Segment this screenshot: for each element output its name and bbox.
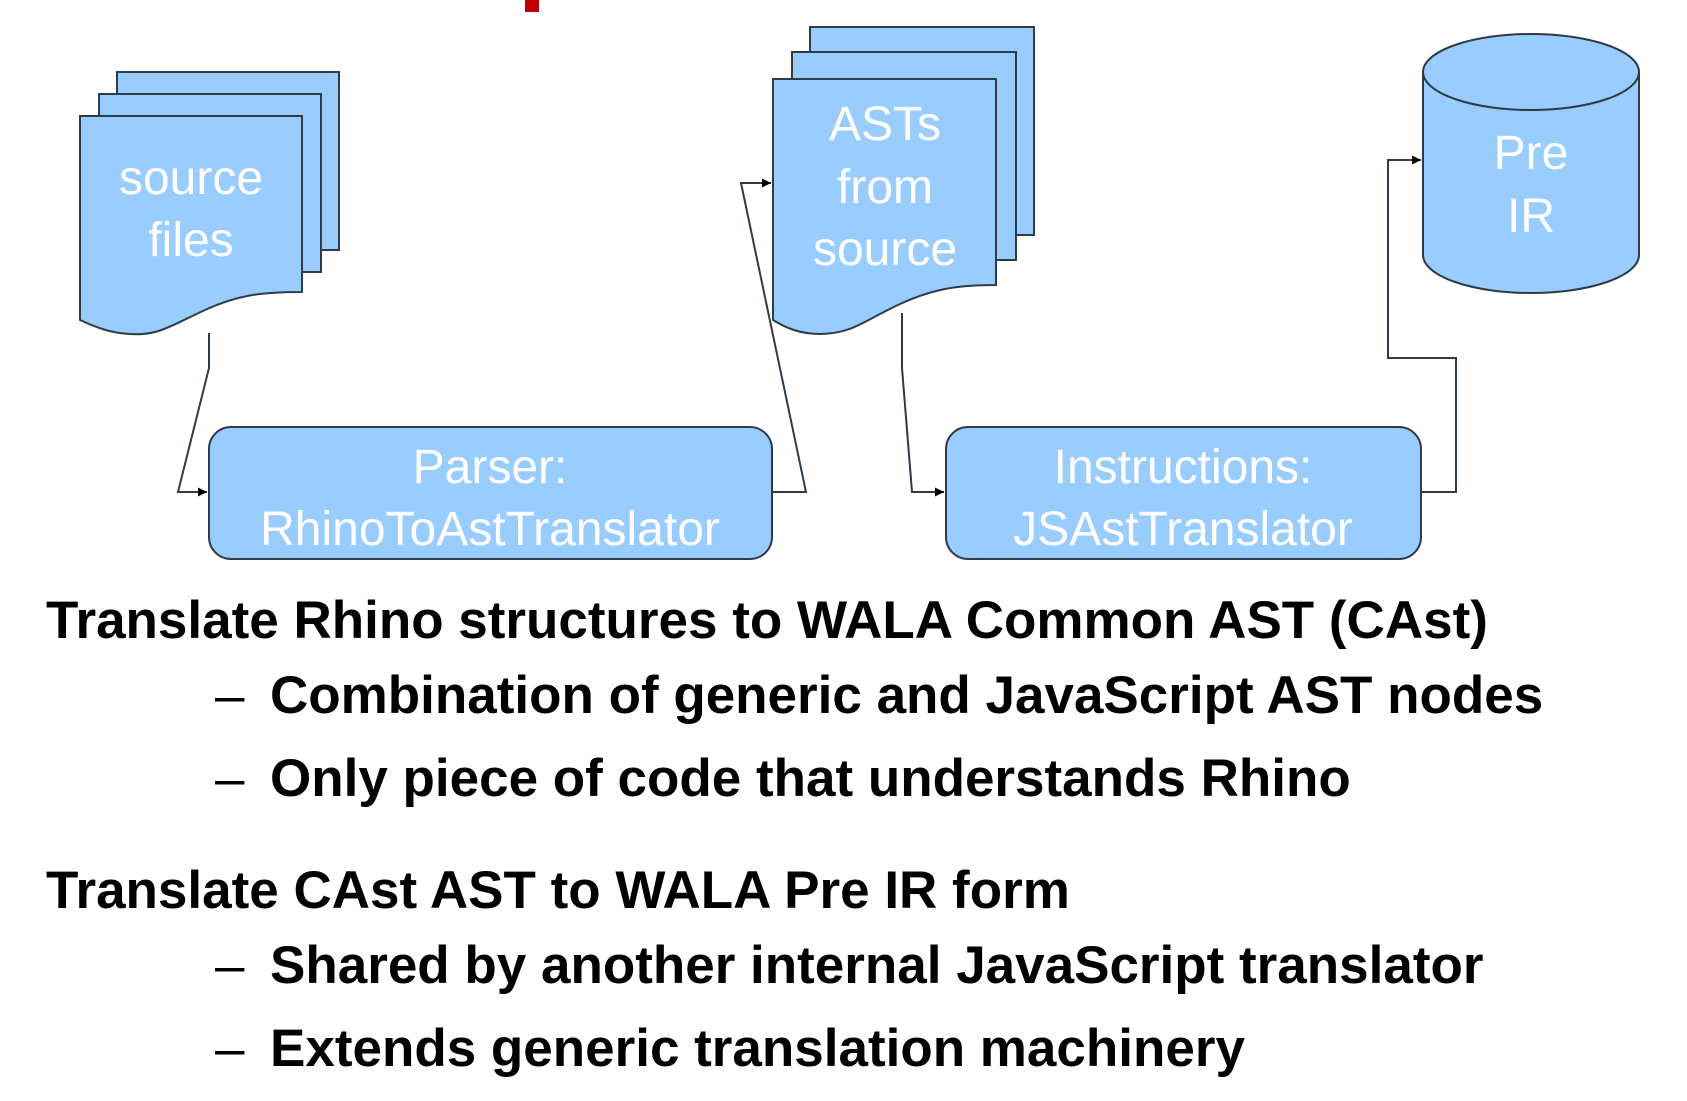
bullet-dash: – <box>215 749 245 808</box>
pre-ir-node: Pre IR <box>1422 33 1640 294</box>
source-files-label-line1: source <box>119 152 263 205</box>
connector-asts-to-instructions <box>901 313 944 497</box>
connector-parser-to-asts <box>739 178 808 493</box>
bullet-dash: – <box>215 1019 245 1078</box>
section-2-bullet-1: –Shared by another internal JavaScript t… <box>215 935 1484 996</box>
pre-ir-label-line2: IR <box>1507 190 1555 243</box>
section-2-bullet-2: –Extends generic translation machinery <box>215 1018 1245 1079</box>
section-2-bullet-2-text: Extends generic translation machinery <box>270 1019 1245 1078</box>
parser-label-line1: Parser: <box>413 441 568 494</box>
connector-instructions-to-preir <box>1387 155 1457 493</box>
parser-label-line2: RhinoToAstTranslator <box>260 503 720 556</box>
title-accent-mark <box>525 0 539 12</box>
asts-label-line1: ASTs <box>829 98 941 151</box>
asts-label-line3: source <box>813 223 957 276</box>
section-2-heading: Translate CAst AST to WALA Pre IR form <box>46 861 1070 920</box>
section-1-bullet-2: –Only piece of code that understands Rhi… <box>215 748 1351 809</box>
instructions-label-line2: JSAstTranslator <box>1013 503 1353 556</box>
pipeline-diagram: source files ASTs from source Pre IR Par… <box>79 0 1640 560</box>
asts-label-line2: from <box>837 161 933 214</box>
instructions-node: Instructions: JSAstTranslator <box>945 426 1422 560</box>
asts-node: ASTs from source <box>772 26 1035 336</box>
section-1-heading: Translate Rhino structures to WALA Commo… <box>46 591 1488 650</box>
source-files-label-line2: files <box>148 214 233 267</box>
bullet-dash: – <box>215 936 245 995</box>
section-1-bullet-2-text: Only piece of code that understands Rhin… <box>270 749 1351 808</box>
bullet-dash: – <box>215 666 245 725</box>
parser-node: Parser: RhinoToAstTranslator <box>208 426 773 560</box>
section-1-bullet-1: –Combination of generic and JavaScript A… <box>215 665 1543 726</box>
section-1-bullet-1-text: Combination of generic and JavaScript AS… <box>270 666 1544 725</box>
instructions-label-line1: Instructions: <box>1054 441 1313 494</box>
source-files-node: source files <box>79 71 340 336</box>
connector-source-to-parser <box>176 333 210 497</box>
pre-ir-label-line1: Pre <box>1494 127 1569 180</box>
section-2-bullet-1-text: Shared by another internal JavaScript tr… <box>270 936 1484 995</box>
